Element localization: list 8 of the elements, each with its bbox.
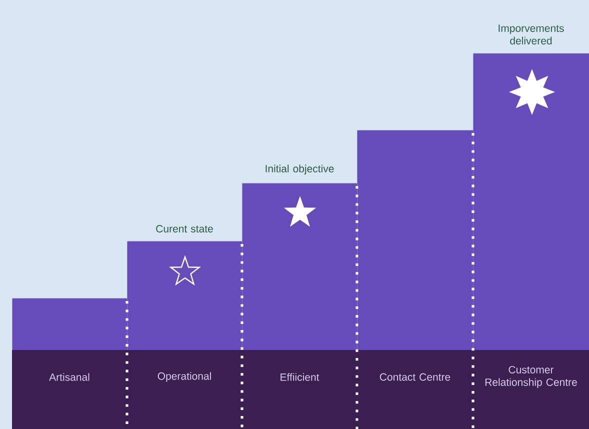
step-column: Customer Relationship Centre <box>473 53 589 429</box>
step-column: Effiicient <box>242 183 358 429</box>
step-column: Artisanal <box>12 298 128 429</box>
step-caption: Initial objective <box>266 164 334 174</box>
step-column: Operational <box>127 241 242 429</box>
step-caption: Imporvements delivered <box>498 24 564 44</box>
step-column: Contact Centre <box>357 130 474 429</box>
step-caption: Curent state <box>156 225 213 232</box>
